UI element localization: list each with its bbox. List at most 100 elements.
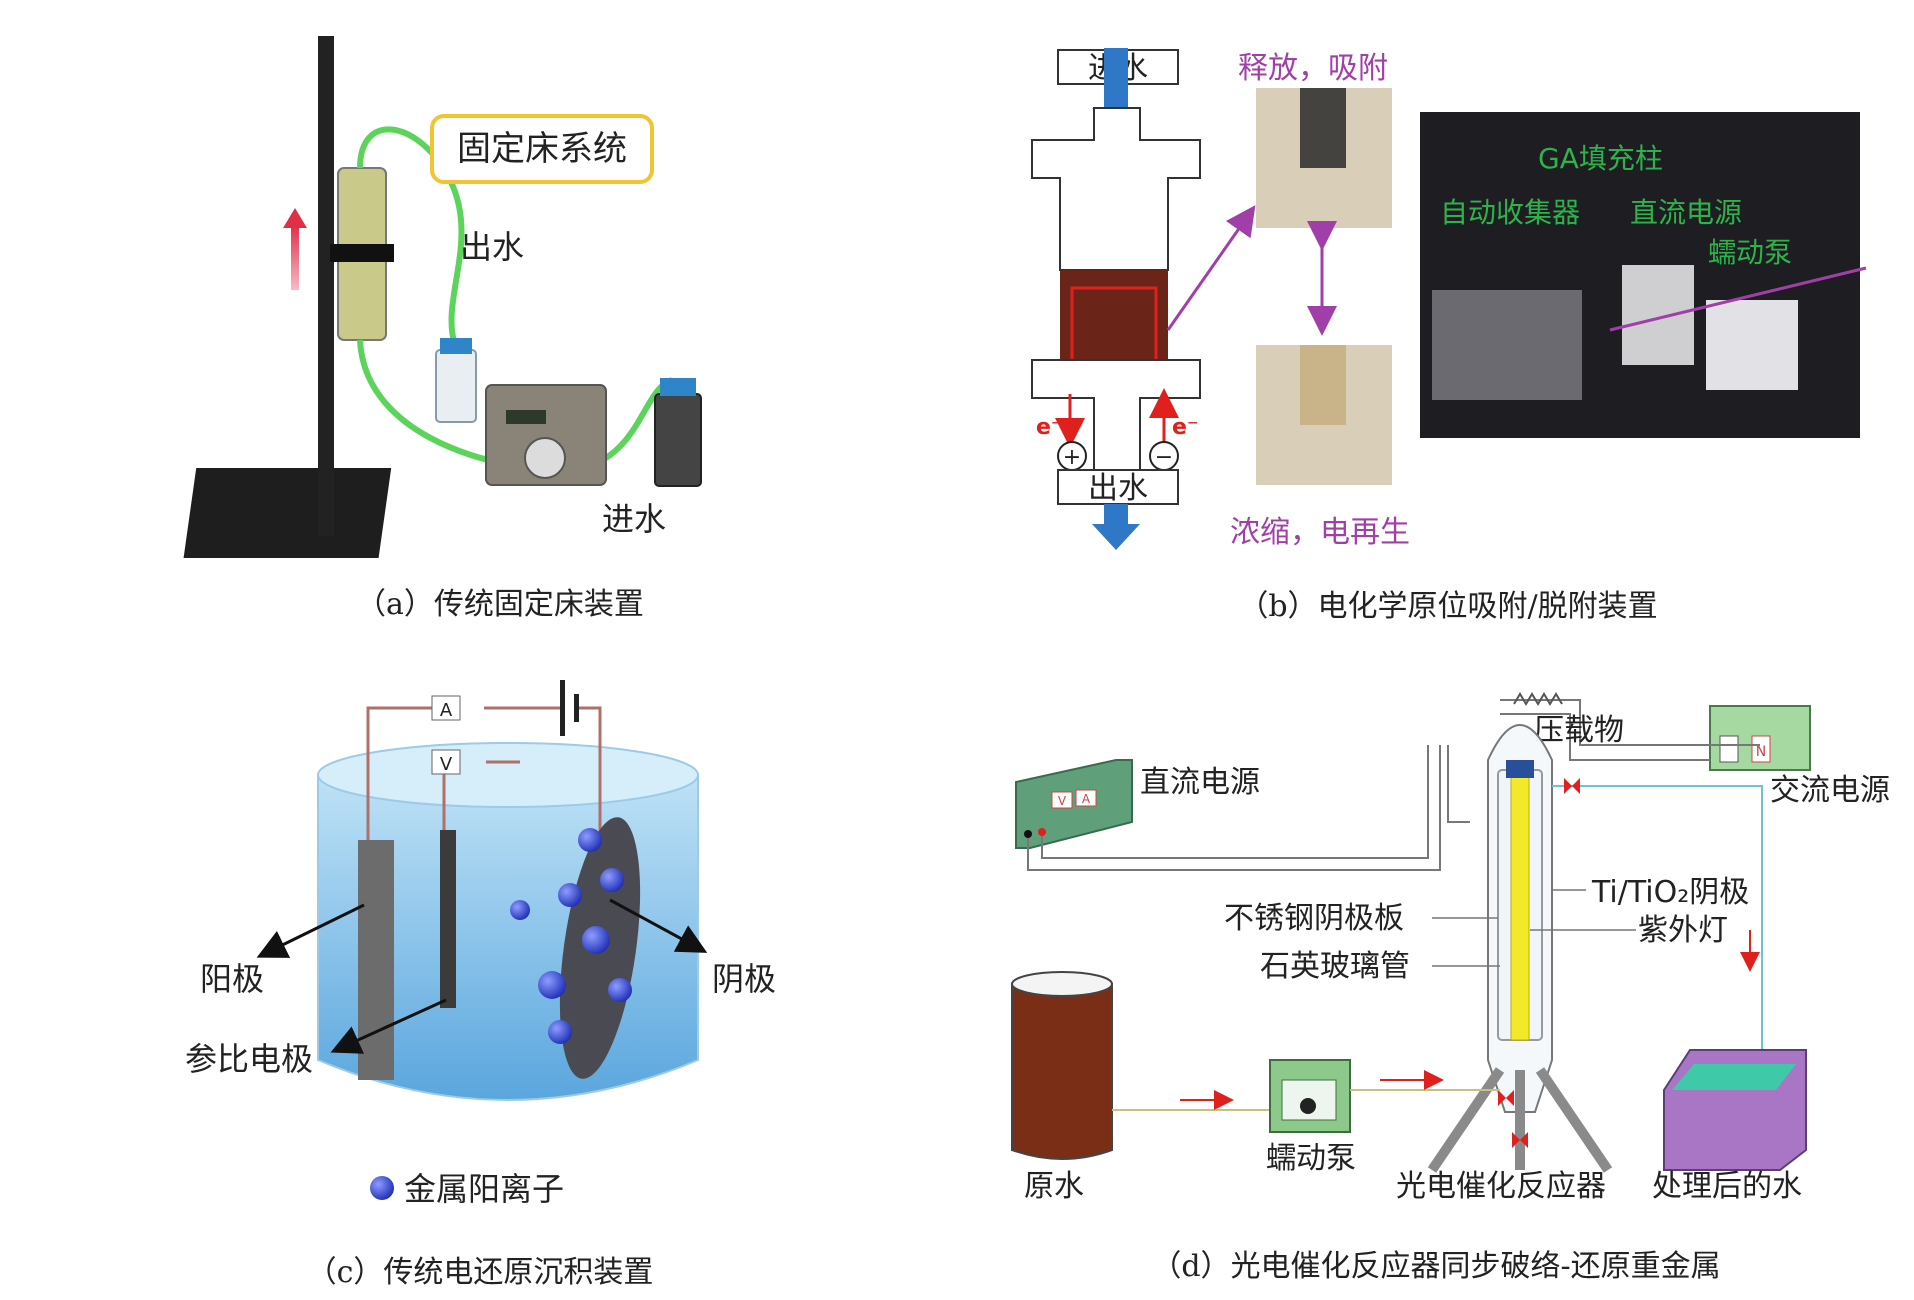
uv-lamp: [1510, 774, 1530, 1041]
pump-unit: [1706, 300, 1798, 390]
metal-ion: [548, 1020, 572, 1044]
caption-b: （b）电化学原位吸附/脱附装置: [1238, 589, 1657, 624]
panel-b: 进水 e⁻ e⁻ + − 出水 释放，吸附 浓缩，电再生 GA填充柱 自动收集器: [1031, 48, 1867, 624]
system-title-box: [430, 114, 654, 184]
reactor-legs: [1427, 1067, 1613, 1173]
quartz-label: 石英玻璃管: [1260, 949, 1410, 984]
electron-right: e⁻: [1172, 415, 1199, 440]
caption-d: （d）光电催化反应器同步破络-还原重金属: [1151, 1249, 1720, 1284]
pump-display: [506, 410, 546, 424]
dc-meter-v-label: V: [1058, 794, 1067, 808]
outlet-label: 出水: [460, 228, 524, 266]
inlet-bottle: [654, 393, 702, 487]
plus-sign: +: [1063, 445, 1081, 470]
power-unit: [1622, 265, 1694, 365]
voltmeter-label: V: [440, 754, 453, 775]
dc-meter-a-label: A: [1082, 792, 1091, 806]
pump-head: [1300, 1098, 1316, 1114]
ammeter-label: A: [440, 700, 453, 721]
ac-plug-left: [1719, 735, 1739, 763]
legend-ion-icon: [370, 1176, 394, 1200]
purple-pointer: [1609, 266, 1867, 332]
valve-top: [1564, 778, 1580, 794]
dc-power-box: [1015, 759, 1133, 849]
inlet-arrow: [1104, 48, 1128, 112]
raw-water-rim: [1011, 971, 1113, 997]
outlet-arrow-head: [1092, 524, 1140, 550]
inlet-bottle-cap: [660, 378, 696, 396]
metal-ion: [578, 828, 602, 852]
metal-ion: [538, 971, 566, 999]
anode-pointer: [256, 903, 365, 958]
reference-electrode: [440, 830, 456, 1008]
uv-lamp-label: 紫外灯: [1638, 913, 1728, 948]
voltmeter-box: [431, 749, 461, 775]
outlet-arrow: [1104, 504, 1128, 526]
battery-long: [560, 680, 565, 736]
dc-terminal-black: [1024, 830, 1032, 838]
cathode-ti-label: Ti/TiO₂阴极: [1591, 875, 1749, 910]
raw-water-label: 原水: [1024, 1169, 1084, 1204]
photo-release-tube: [1300, 88, 1346, 168]
raw-water-tank: [1011, 983, 1113, 1160]
stand-rod: [318, 36, 334, 536]
flow-arrow-up: [291, 225, 299, 290]
dc-power-label: 直流电源: [1630, 196, 1742, 229]
pump-label: 蠕动泵: [1266, 1141, 1356, 1176]
valve-drain: [1512, 1132, 1528, 1148]
panel-c: A V 阳极 参比电极 阴极 金属阳离子 （c）传统电还原沉积装置: [185, 680, 776, 1290]
cathode-label: 阴极: [712, 960, 776, 998]
reactor-label: 光电催化反应器: [1396, 1169, 1606, 1204]
ss-plate-label: 不锈钢阴极板: [1224, 901, 1404, 936]
panel-d: V A 直流电源 N 交流电源 压载物 不锈钢阴极板 石英玻璃管 Ti/TiO₂…: [1011, 692, 1890, 1284]
column-clamp: [330, 244, 394, 262]
cathode-pointer: [609, 898, 708, 953]
cell-body: [1031, 107, 1201, 271]
lamp-cap: [1506, 760, 1534, 778]
ac-power-label: 交流电源: [1770, 773, 1890, 808]
metal-ion: [510, 900, 530, 920]
release-label: 释放，吸附: [1238, 51, 1388, 86]
outlet-line: [1552, 785, 1763, 1092]
metal-ion: [600, 868, 624, 892]
metal-ion: [582, 926, 610, 954]
pump-head: [524, 437, 566, 479]
dc-wires: [1027, 745, 1470, 871]
flow-arrow-head: [283, 208, 307, 228]
outlet-bottle: [435, 349, 477, 423]
reference-pointer: [330, 998, 447, 1054]
dc-meter-v: [1051, 791, 1073, 809]
collector-tray: [1432, 290, 1582, 400]
metal-ion: [608, 978, 632, 1002]
valve-bottom: [1498, 1090, 1514, 1106]
system-title: 固定床系统: [457, 129, 627, 169]
caption-c: （c）传统电还原沉积装置: [307, 1255, 654, 1290]
dc-power-label: 直流电源: [1140, 765, 1260, 800]
dc-terminal-red: [1038, 828, 1046, 836]
electron-left: e⁻: [1036, 415, 1063, 440]
reference-label: 参比电极: [185, 1040, 313, 1078]
stand-base: [183, 468, 392, 558]
water-surface: [317, 742, 699, 808]
ammeter-box: [431, 695, 461, 721]
circuit-wire: [366, 706, 602, 850]
pump-label: 蠕动泵: [1708, 236, 1792, 269]
minus-sign: −: [1155, 445, 1173, 470]
panel-a: 固定床系统 出水 进水 （a）传统固定床装置: [183, 36, 702, 622]
ac-plug-n-label: N: [1756, 744, 1766, 760]
dc-meter-a: [1075, 789, 1097, 807]
outlet-bottle-cap: [440, 338, 472, 354]
ac-plug-right: [1751, 735, 1771, 763]
battery-short: [574, 694, 579, 722]
metal-ion: [558, 883, 582, 907]
ballast-coil: [1513, 692, 1563, 706]
treated-water-surface: [1672, 1064, 1796, 1090]
inlet-label: 进水: [602, 500, 666, 538]
concentrate-label: 浓缩，电再生: [1230, 515, 1410, 550]
ballast-label: 压载物: [1534, 713, 1624, 748]
treated-water-label: 处理后的水: [1652, 1169, 1802, 1204]
anode-label: 阳极: [200, 960, 264, 998]
pointer-arrow: [1166, 205, 1256, 331]
ga-column-label: GA填充柱: [1538, 142, 1663, 175]
legend-ion-label: 金属阳离子: [404, 1170, 564, 1208]
